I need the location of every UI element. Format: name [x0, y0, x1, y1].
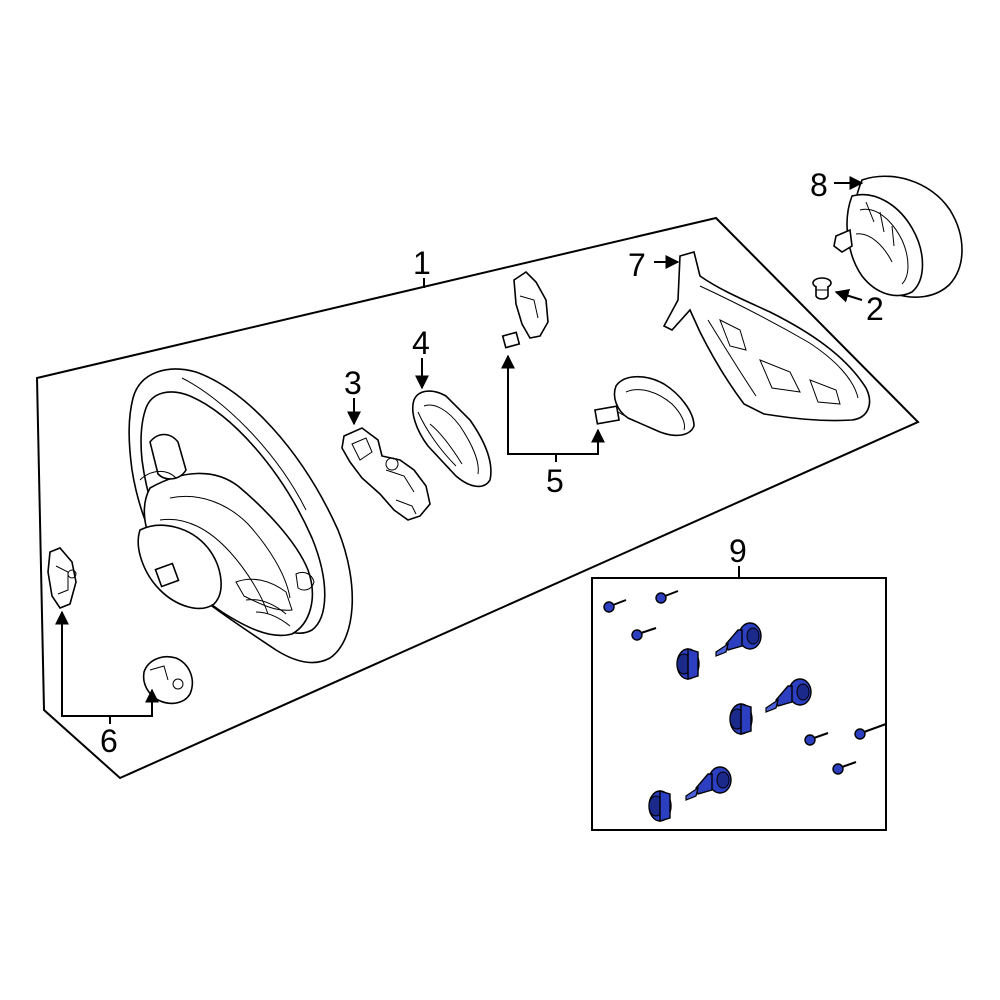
callout-2: 2	[866, 291, 884, 327]
part-7-lower-cover	[662, 251, 871, 422]
part-3-switch-bracket	[341, 427, 431, 521]
kit-bushing-2	[729, 703, 753, 735]
kit-screw-3	[631, 627, 657, 641]
callout-7: 7	[628, 247, 646, 283]
callout-5: 5	[546, 463, 564, 499]
kit-screw-4	[804, 732, 829, 746]
callout-4: 4	[412, 325, 430, 361]
part-6-left-switch	[47, 547, 77, 609]
hardware-kit-parts	[603, 590, 887, 822]
leader-5	[501, 354, 605, 455]
steering-wheel	[128, 368, 354, 664]
kit-pin-2	[765, 678, 812, 713]
callout-6: 6	[100, 723, 118, 759]
part-4-clock-spring	[412, 390, 492, 488]
leader-2	[834, 289, 863, 303]
callout-3: 3	[344, 365, 362, 401]
kit-pin-3	[685, 766, 732, 801]
kit-bushing-1	[676, 648, 700, 680]
leader-6	[55, 610, 159, 717]
callout-1: 1	[413, 245, 431, 281]
callout-9: 9	[729, 533, 747, 569]
kit-screw-2	[655, 590, 679, 604]
kit-screw-6	[832, 761, 857, 775]
kit-bushing-3	[648, 790, 672, 822]
part-2-screw	[812, 277, 832, 300]
kit-pin-1	[715, 622, 762, 657]
kit-screw-5	[854, 723, 887, 740]
kit-screw-1	[603, 599, 627, 613]
assembly-frame	[35, 216, 920, 780]
part-6-right-switch	[142, 656, 194, 705]
part-5-upper-switch	[501, 270, 549, 349]
callout-8: 8	[810, 167, 828, 203]
part-8-airbag	[833, 175, 963, 298]
part-5-lower-switch	[594, 375, 695, 437]
